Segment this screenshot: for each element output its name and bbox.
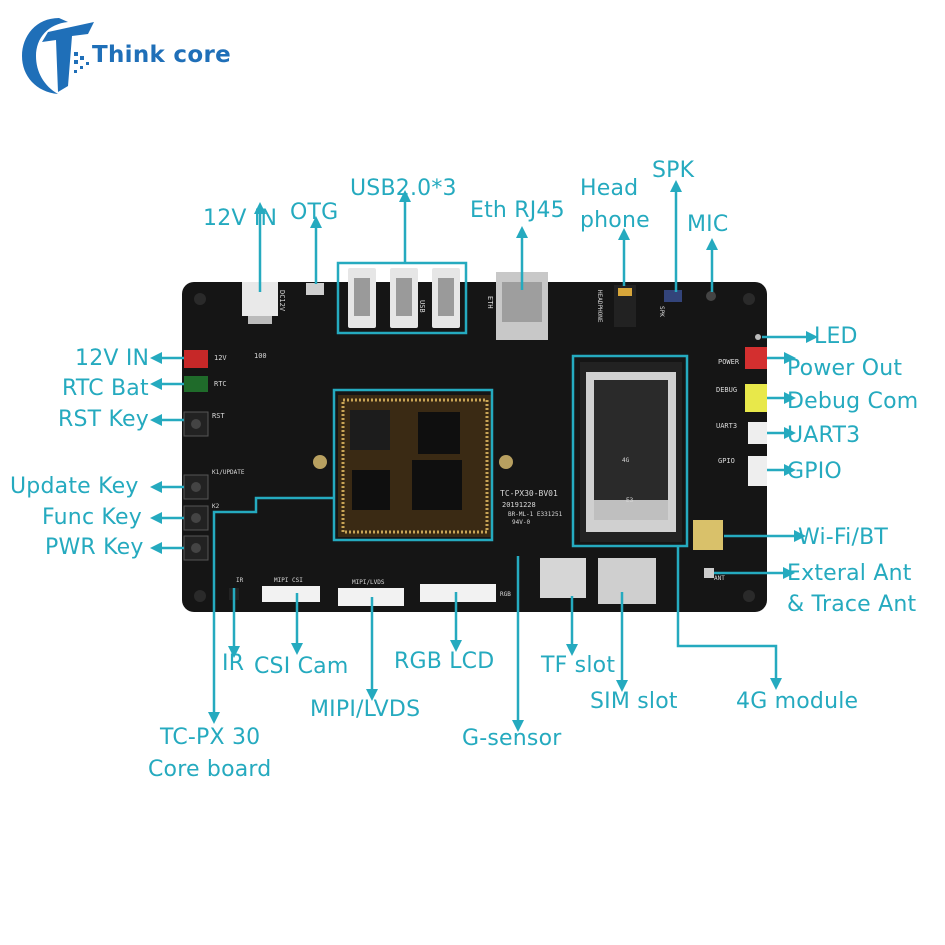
- label-led: LED: [814, 324, 858, 349]
- silk-board-id: TC-PX30-BV01: [500, 489, 558, 498]
- label-otg: OTG: [290, 200, 339, 225]
- label-12v-in-top: 12V IN: [203, 206, 278, 231]
- update-button: [183, 474, 209, 500]
- label-mipi-lvds: MIPI/LVDS: [310, 697, 421, 722]
- label-ext-ant-line2: & Trace Ant: [787, 592, 917, 617]
- gpio-connector: [748, 456, 767, 486]
- label-ext-ant-line1: Exteral Ant: [787, 561, 912, 586]
- label-update-key: Update Key: [10, 474, 139, 499]
- label-wifi-bt: Wi-Fi/BT: [798, 525, 889, 550]
- csi-connector: [262, 586, 320, 602]
- label-power-out: Power Out: [787, 356, 903, 381]
- label-rst-key: RST Key: [58, 407, 149, 432]
- callout-lines: [160, 190, 808, 722]
- silk-ul: BR-ML-1 E331251: [508, 511, 563, 518]
- callout-arrowheads: [150, 180, 818, 732]
- usb-ports: [348, 268, 460, 328]
- label-headphone-line1: Head: [580, 176, 639, 201]
- ant-connector: [704, 568, 714, 578]
- rgb-connector: [420, 584, 496, 602]
- silk-date: 20191228: [502, 501, 536, 509]
- label-ir: IR: [222, 651, 245, 676]
- silk-rtc: RTC: [214, 380, 227, 388]
- logo-brand-text: Think core: [92, 42, 232, 68]
- label-uart3: UART3: [787, 423, 861, 448]
- silk-spk: SPK: [658, 306, 665, 317]
- silk-e3: E3: [626, 497, 634, 504]
- led: [755, 334, 761, 340]
- wifi-bt-module: [693, 520, 723, 550]
- label-spk: SPK: [652, 158, 695, 183]
- otg-port: [306, 283, 324, 295]
- label-12v-in-left: 12V IN: [75, 346, 150, 371]
- rtc-connector: [184, 376, 208, 392]
- label-mic: MIC: [687, 212, 729, 237]
- silk-12v: 12V: [214, 354, 227, 362]
- silk-rating: 94V-0: [512, 519, 530, 526]
- silk-mipi-lvds: MIPI/LVDS: [352, 579, 385, 586]
- spk-connector: [664, 290, 682, 302]
- silk-debug: DEBUG: [716, 386, 737, 394]
- label-eth: Eth RJ45: [470, 198, 565, 223]
- silk-4g: 4G: [622, 457, 630, 464]
- silk-headphone: HEADPHONE: [596, 290, 603, 323]
- silk-eth: ETH: [486, 296, 494, 309]
- sim-slot: [598, 558, 656, 604]
- label-sim-slot: SIM slot: [590, 689, 678, 714]
- think-core-logo: [22, 18, 94, 94]
- label-pwr-key: PWR Key: [45, 535, 144, 560]
- label-headphone-line2: phone: [580, 208, 650, 233]
- silk-rst: RST: [212, 412, 225, 420]
- silk-power: POWER: [718, 358, 740, 366]
- silk-gpio: GPIO: [718, 457, 735, 465]
- silk-mipi-csi: MIPI CSI: [274, 577, 303, 584]
- label-debug-com: Debug Com: [787, 389, 919, 414]
- tf-slot: [540, 558, 586, 598]
- power-out-connector: [745, 347, 767, 369]
- v12-connector: [184, 350, 208, 368]
- debug-connector: [745, 384, 767, 412]
- silk-inductor: 100: [254, 352, 267, 360]
- label-tf-slot: TF slot: [541, 653, 616, 678]
- label-gpio: GPIO: [787, 459, 842, 484]
- silk-ir: IR: [236, 577, 244, 584]
- silk-ant: ANT: [714, 575, 725, 582]
- silk-usb: USB: [418, 300, 426, 313]
- mic: [706, 291, 716, 301]
- label-func-key: Func Key: [42, 505, 142, 530]
- silk-rgb: RGB: [500, 591, 511, 598]
- label-g-sensor: G-sensor: [462, 726, 562, 751]
- label-rtc-bat: RTC Bat: [62, 376, 149, 401]
- label-csi-cam: CSI Cam: [254, 654, 349, 679]
- silk-dc12v: DC12V: [278, 290, 286, 312]
- silk-k1-update: K1/UPDATE: [212, 469, 245, 476]
- label-4g-module: 4G module: [736, 689, 859, 714]
- label-usb: USB2.0*3: [350, 176, 457, 201]
- label-rgb-lcd: RGB LCD: [394, 649, 495, 674]
- silk-uart3: UART3: [716, 422, 737, 430]
- uart3-connector: [748, 422, 767, 444]
- label-core-board-line2: Core board: [148, 757, 272, 782]
- label-core-board-line1: TC-PX 30: [160, 725, 261, 750]
- silk-k2: K2: [212, 503, 220, 510]
